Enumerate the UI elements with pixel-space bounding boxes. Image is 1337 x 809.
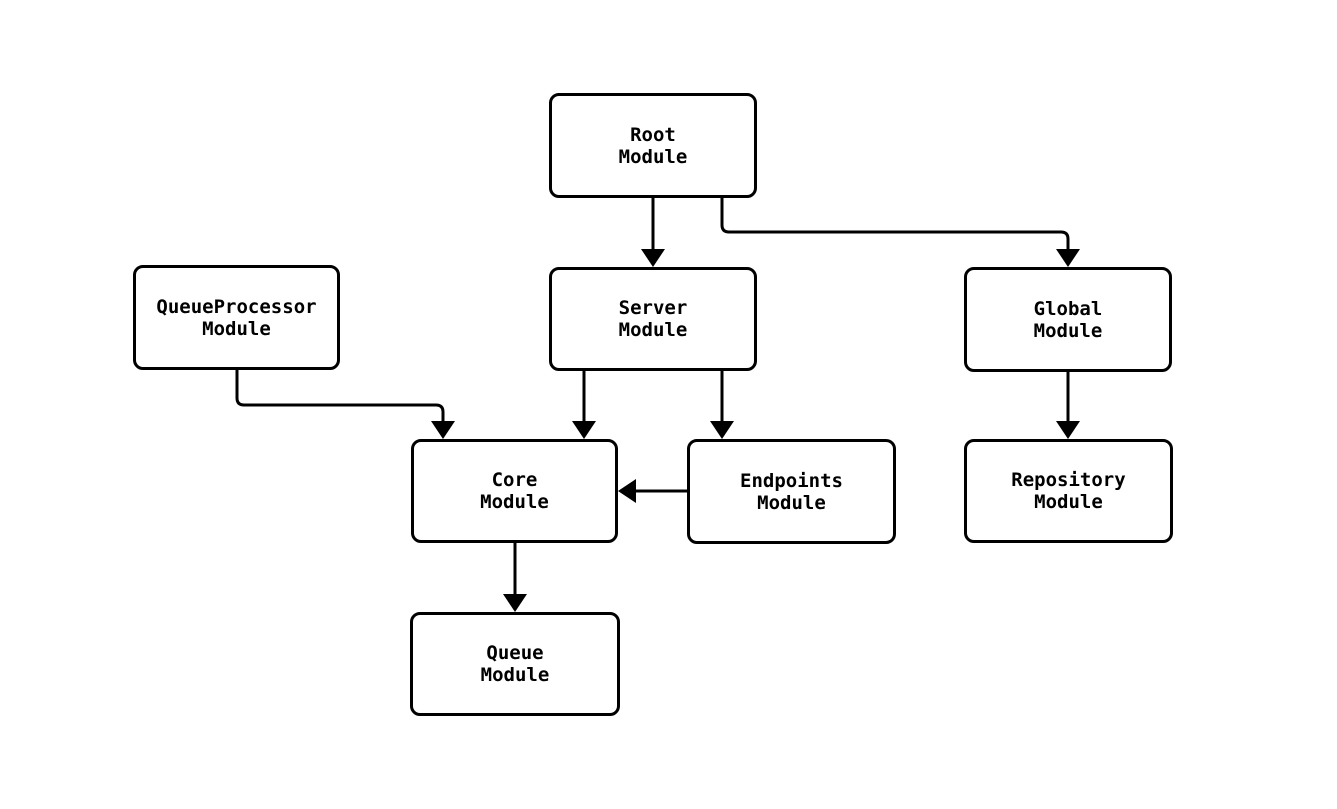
node-core-module[interactable]: Core Module [411,439,618,543]
node-label: Server Module [618,297,688,341]
edge-queueprocessor-core [235,370,455,439]
node-label: Global Module [1033,297,1103,342]
node-endpoints-module[interactable]: Endpoints Module [687,439,896,544]
edges-group [235,198,1080,612]
node-label: Queue Module [480,642,550,686]
node-server-module[interactable]: Server Module [549,267,757,371]
edge-root-global [720,198,1080,267]
node-label: Root Module [618,123,688,168]
node-label: Repository Module [1011,469,1126,513]
node-global-module[interactable]: Global Module [964,267,1172,372]
node-queue-module[interactable]: Queue Module [410,612,620,716]
node-label: Core Module [480,469,549,513]
node-label: Endpoints Module [740,469,843,514]
node-queueprocessor-module[interactable]: QueueProcessor Module [133,265,340,370]
node-repository-module[interactable]: Repository Module [964,439,1173,543]
node-label: QueueProcessor Module [156,295,317,340]
node-root-module[interactable]: Root Module [549,93,757,198]
